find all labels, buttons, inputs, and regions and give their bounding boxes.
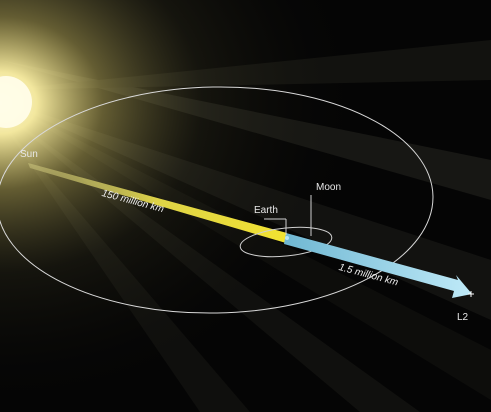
moon-label: Moon xyxy=(316,182,342,193)
moon-orbit xyxy=(239,226,333,258)
sun-to-earth-arrow xyxy=(28,163,287,243)
earth-to-l2-arrow xyxy=(284,233,472,298)
sun-label: Sun xyxy=(20,149,38,160)
earth-label: Earth xyxy=(254,205,278,216)
sun xyxy=(0,76,32,128)
earth-orbit xyxy=(0,86,434,314)
l2-label: L2 xyxy=(457,312,469,323)
earth xyxy=(285,236,289,240)
